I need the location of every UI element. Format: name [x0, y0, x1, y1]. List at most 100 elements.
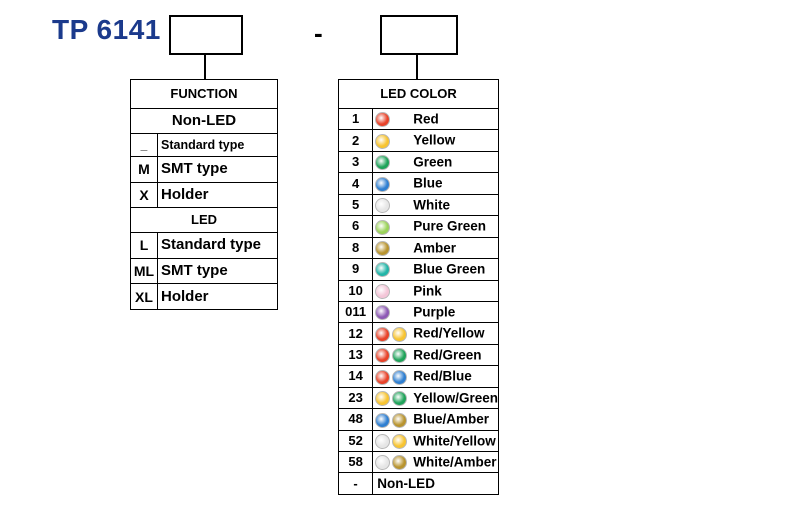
led-color-cell: White/Amber [372, 450, 499, 474]
led-color-code: 13 [337, 343, 374, 367]
led-lamps [375, 367, 413, 387]
led-lamps [375, 388, 413, 408]
led-color-code: 12 [337, 322, 374, 345]
function-header-row: FUNCTION [130, 79, 278, 109]
led-lamps [375, 324, 413, 344]
led-color-name: Purple [413, 304, 456, 320]
function-description: Holder [157, 181, 278, 209]
function-group-label: Non-LED [130, 108, 278, 134]
function-description: Standard type [157, 133, 278, 157]
led-color-row: 6 Pure Green [337, 215, 499, 238]
led-color-row: 3 Green [337, 150, 499, 174]
led-color-name: Yellow/Green [413, 390, 498, 406]
led-color-name: Blue Green [413, 261, 486, 277]
led-color-code: 8 [337, 236, 374, 260]
led-color-row: 12 Red/Yellow [337, 322, 499, 345]
led-color-cell: Purple [372, 300, 499, 324]
led-lamps [375, 238, 413, 258]
led-lamp-icon [375, 262, 391, 278]
led-color-row: 8 Amber [337, 236, 499, 260]
led-color-name: White/Amber [413, 454, 497, 470]
led-lamp-icon [375, 305, 391, 321]
led-color-cell: Red/Blue [372, 365, 499, 388]
function-description: Holder [157, 283, 278, 310]
function-code: ML [130, 257, 158, 285]
led-lamps [375, 281, 413, 301]
led-lamps [375, 302, 413, 322]
led-color-code: 3 [337, 150, 374, 174]
function-group-row: Non-LED [130, 108, 278, 134]
function-group-row: LED [130, 207, 278, 234]
led-color-header: LED COLOR [338, 79, 499, 109]
led-color-name: Pure Green [413, 218, 486, 234]
led-color-header-row: LED COLOR [338, 79, 499, 109]
led-lamps [375, 260, 413, 280]
led-lamp-icon [392, 412, 408, 428]
function-code: XL [130, 283, 158, 310]
led-color-row: 4 Blue [337, 172, 499, 195]
function-description: Standard type [157, 232, 278, 259]
led-lamp-icon [392, 348, 408, 364]
led-color-name: Pink [413, 282, 442, 298]
led-color-name: Green [413, 154, 453, 170]
function-code: M [130, 156, 158, 183]
led-color-row: 10 Pink [337, 279, 499, 302]
led-lamps [375, 452, 413, 472]
led-color-code: 011 [337, 300, 374, 324]
led-lamps [375, 152, 413, 172]
led-color-code: 4 [337, 172, 374, 195]
led-lamp-icon [375, 219, 391, 235]
led-lamp-icon [375, 348, 391, 364]
led-lamps [375, 431, 413, 451]
led-lamps [375, 174, 413, 194]
led-lamp-icon [392, 326, 408, 342]
led-color-cell: Blue Green [372, 258, 499, 281]
function-description: SMT type [157, 257, 278, 285]
led-color-name: Red/Green [413, 347, 482, 363]
function-header: FUNCTION [130, 79, 278, 109]
led-color-name: White/Yellow [413, 433, 496, 448]
led-color-code: 2 [337, 129, 374, 152]
led-color-cell: Yellow [372, 129, 499, 152]
led-color-cell: Red/Green [372, 343, 499, 367]
led-color-name: Amber [413, 240, 456, 256]
led-color-cell: Green [372, 150, 499, 174]
led-color-name: Red/Blue [413, 368, 472, 384]
led-lamp-icon [375, 433, 391, 449]
led-color-code: 14 [337, 365, 374, 388]
function-code-box [169, 15, 243, 55]
led-lamp-icon [375, 241, 391, 256]
led-lamps [375, 410, 413, 430]
led-color-name: Blue [413, 175, 443, 191]
led-lamp-icon [392, 455, 408, 471]
led-lamp-icon [375, 391, 391, 407]
led-color-cell: White [372, 193, 499, 217]
led-color-cell: Non-LED [372, 472, 499, 495]
led-color-name: White [413, 197, 450, 213]
separator-dash: - [314, 18, 323, 48]
function-code: L [130, 232, 158, 259]
led-color-name: Red/Yellow [413, 325, 485, 341]
led-color-name: Non-LED [377, 475, 435, 491]
led-lamp-icon [375, 198, 391, 214]
led-color-cell: White/Yellow [372, 429, 499, 453]
led-color-name: Yellow [413, 132, 456, 148]
led-color-code: 6 [337, 215, 374, 238]
led-lamp-icon [375, 412, 391, 428]
led-lamp-icon [392, 433, 408, 449]
led-color-row: 13 Red/Green [337, 343, 499, 367]
led-color-code: 10 [337, 279, 374, 302]
led-lamps [375, 131, 413, 151]
led-lamp-icon [392, 391, 408, 407]
led-lamp-icon [375, 369, 391, 385]
led-color-row: 2 Yellow [337, 129, 499, 152]
led-color-cell: Pure Green [372, 215, 499, 238]
led-color-cell: Pink [372, 279, 499, 302]
